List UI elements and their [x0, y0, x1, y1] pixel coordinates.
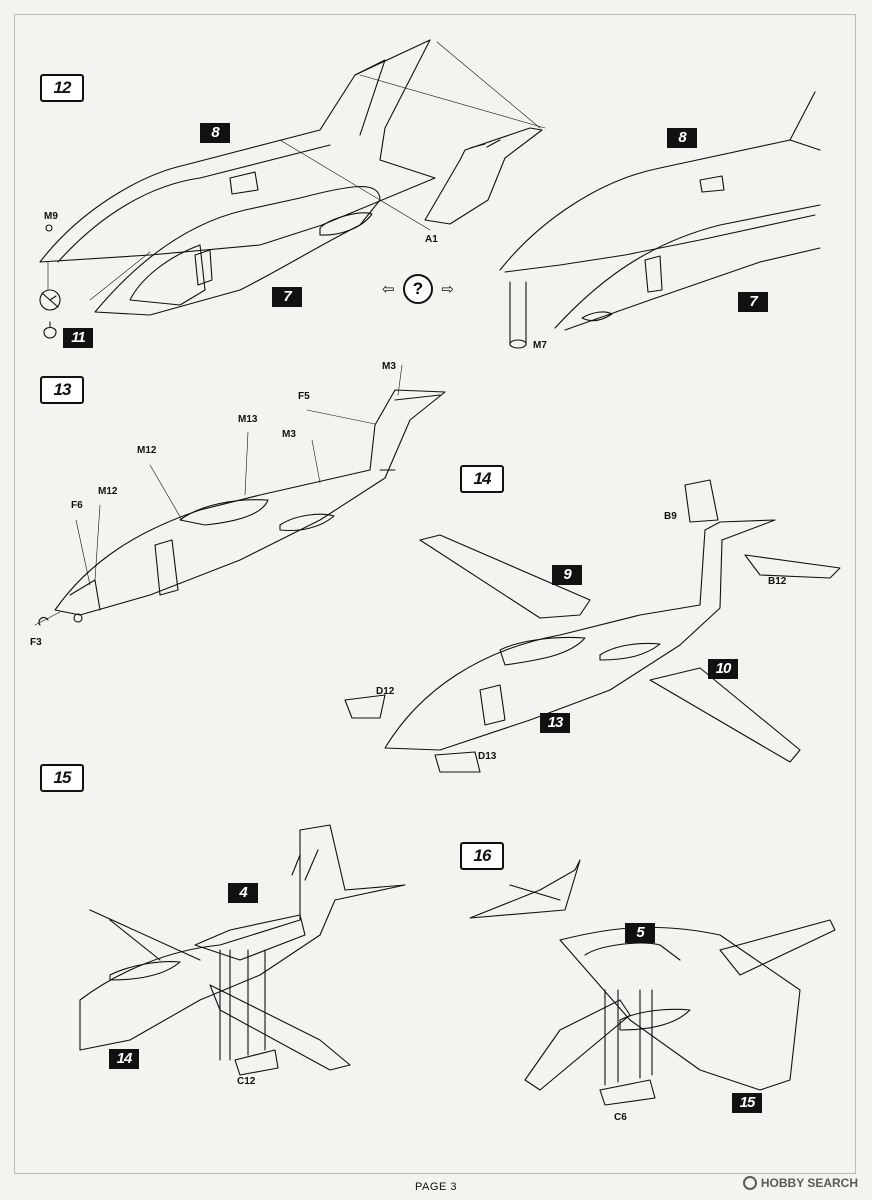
part-label-m3-mid: M3 — [282, 429, 296, 440]
arrow-left-icon: ⇦ — [382, 281, 395, 298]
question-circle-icon: ? — [403, 274, 433, 304]
step-16-number: 16 — [460, 842, 504, 870]
subassembly-badge-10: 10 — [708, 659, 738, 679]
part-label-f3: F3 — [30, 637, 42, 648]
step-13-number: 13 — [40, 376, 84, 404]
subassembly-badge-7-right: 7 — [738, 292, 768, 312]
subassembly-badge-9: 9 — [552, 565, 582, 585]
part-label-m3-top: M3 — [382, 361, 396, 372]
step16-aircraft — [469, 859, 836, 1106]
subassembly-badge-11: 11 — [63, 328, 93, 348]
subassembly-badge-14: 14 — [109, 1049, 139, 1069]
subassembly-badge-8: 8 — [200, 123, 230, 143]
part-label-b9: B9 — [664, 511, 677, 522]
subassembly-badge-7: 7 — [272, 287, 302, 307]
page-frame — [14, 14, 856, 1174]
part-label-c12: C12 — [237, 1076, 256, 1087]
watermark: HOBBY SEARCH — [742, 1176, 858, 1190]
part-label-f5: F5 — [298, 391, 310, 402]
subassembly-badge-5: 5 — [625, 923, 655, 943]
step12-fuselage-right-half — [94, 186, 381, 316]
step12-joined-fuselage — [499, 91, 821, 349]
part-label-b12: B12 — [768, 576, 787, 587]
part-label-d12: D12 — [376, 686, 395, 697]
step-12-number: 12 — [40, 74, 84, 102]
watermark-logo-icon — [742, 1176, 757, 1190]
subassembly-badge-8-right: 8 — [667, 128, 697, 148]
step-15-number: 15 — [40, 764, 84, 792]
subassembly-badge-13: 13 — [540, 713, 570, 733]
part-label-a1: A1 — [425, 234, 438, 245]
part-label-m12-upper: M12 — [137, 445, 157, 456]
step15-aircraft — [79, 824, 406, 1076]
part-label-m13: M13 — [238, 414, 258, 425]
part-label-m12-lower: M12 — [98, 486, 118, 497]
step12-tail-part — [424, 127, 543, 225]
alternate-option-symbol: ⇦ ? ⇨ — [382, 274, 454, 304]
part-label-f6: F6 — [71, 500, 83, 511]
subassembly-badge-4: 4 — [228, 883, 258, 903]
part-label-m9: M9 — [44, 211, 58, 222]
step14-aircraft — [344, 479, 841, 773]
watermark-text: HOBBY SEARCH — [760, 1176, 858, 1190]
part-label-m7: M7 — [533, 340, 547, 351]
subassembly-badge-15: 15 — [732, 1093, 762, 1113]
step12-fuselage-left-half — [39, 39, 436, 263]
step-14-number: 14 — [460, 465, 504, 493]
part-label-d13: D13 — [478, 751, 497, 762]
step13-fuselage — [38, 389, 446, 626]
part-label-c6: C6 — [614, 1112, 627, 1123]
page-number: PAGE 3 — [415, 1181, 457, 1193]
arrow-right-icon: ⇨ — [441, 281, 454, 298]
